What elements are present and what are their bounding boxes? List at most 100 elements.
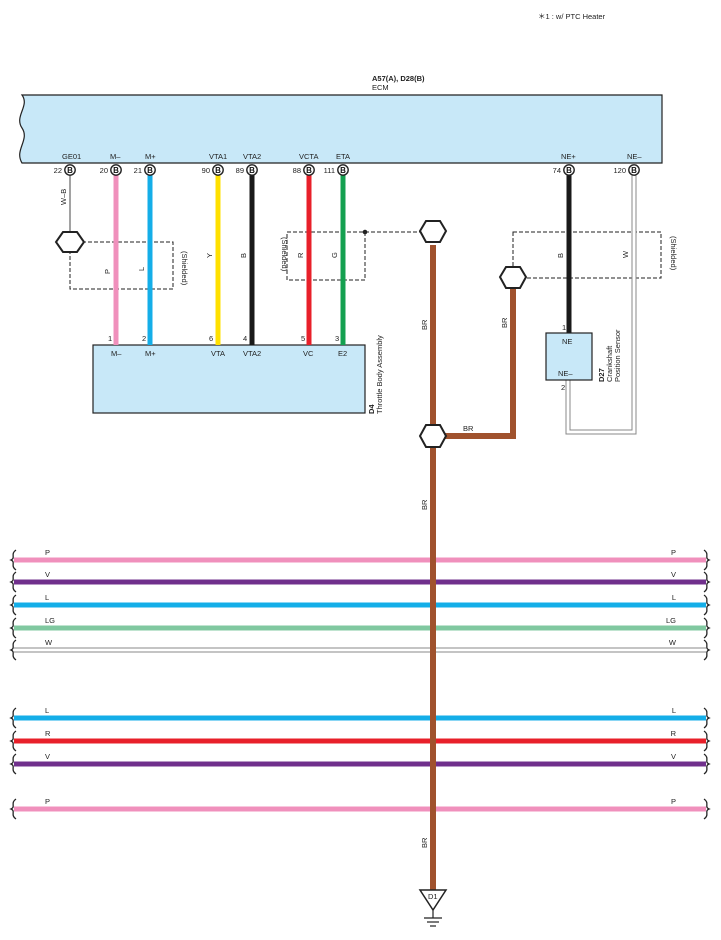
bus-brace-left-7 (9, 753, 17, 775)
throttle-body-id: D4 (367, 404, 376, 414)
ecm-pin-marker-5 (303, 164, 315, 176)
wire-label-r: R (296, 252, 305, 258)
throttle-body-block (92, 344, 366, 414)
shield-box-sensor (286, 231, 366, 281)
tb-pin-label-vta2: VTA2 (243, 349, 261, 358)
wire-label-br-4: BR (420, 499, 429, 510)
ecm-pin-label-m-plus: M+ (145, 152, 156, 161)
wire-label-w-ne: W (621, 250, 630, 258)
wire-label-br-1: BR (420, 319, 429, 330)
shield-box-crank (512, 231, 662, 279)
ecm-pin-connector-letter-1: B (113, 166, 119, 175)
ecm-pin-num-6: 111 (324, 166, 335, 175)
bus-label-left-6: R (45, 729, 51, 738)
bus-brace-left-0 (9, 549, 17, 571)
ecm-pin-num-5: 88 (293, 166, 301, 175)
bus-label-left-8: P (45, 797, 50, 806)
wire-label-y: Y (205, 253, 214, 258)
bus-label-left-4: W (45, 638, 53, 647)
bus-brace-right-2 (703, 594, 711, 616)
tb-pin-label-e2: E2 (338, 349, 347, 358)
bus-label-right-8: P (671, 797, 676, 806)
shielded-label-crank: (Shielded) (669, 236, 678, 271)
bus-label-left-1: V (45, 570, 50, 579)
crank-pin-label-ne: NE (562, 337, 572, 346)
tb-pin-num-2: 2 (142, 334, 146, 343)
wire-label-br-5: BR (420, 837, 429, 848)
bus-label-left-0: P (45, 548, 50, 557)
wire-ne-minus (566, 175, 636, 434)
crank-pin-num-2: 2 (561, 383, 565, 392)
tb-pin-num-5: 5 (301, 334, 305, 343)
bus-label-right-6: R (671, 729, 677, 738)
bus-label-right-2: L (672, 593, 676, 602)
ground-id: D1 (428, 892, 438, 901)
ecm-pin-marker-0 (64, 164, 76, 176)
ecm-pin-connector-letter-5: B (306, 166, 312, 175)
splice-br-join (418, 424, 448, 448)
bus-brace-right-8 (703, 798, 711, 820)
bus-brace-right-4 (703, 639, 711, 661)
ecm-pin-marker-2 (144, 164, 156, 176)
ecm-pin-marker-6 (337, 164, 349, 176)
bus-label-right-1: V (671, 570, 676, 579)
ecm-pin-num-4: 89 (236, 166, 244, 175)
ecm-pin-connector-letter-2: B (147, 166, 153, 175)
wire-label-br-3: BR (463, 424, 474, 433)
tb-pin-num-4: 4 (243, 334, 247, 343)
throttle-body-name: Throttle Body Assembly (375, 335, 384, 414)
ecm-pin-connector-letter-8: B (631, 166, 637, 175)
ptc-heater-note: ＊1 : w/ PTC Heater (538, 12, 606, 21)
bus-brace-left-4 (9, 639, 17, 661)
shielded-label-sensor: (Shielded) (280, 237, 289, 272)
ecm-name: ECM (372, 83, 389, 92)
wire-ne-minus-outline (565, 175, 637, 435)
ecm-pin-marker-7 (563, 164, 575, 176)
ecm-pin-num-7: 74 (553, 166, 561, 175)
shield-box-motor (69, 241, 174, 290)
bus-brace-right-5 (703, 707, 711, 729)
ecm-pin-label-vta1: VTA1 (209, 152, 227, 161)
bus-brace-left-1 (9, 571, 17, 593)
crank-pin-num-1: 1 (562, 323, 566, 332)
bus-brace-right-6 (703, 730, 711, 752)
wire-label-l: L (137, 267, 146, 271)
tb-pin-label-m-minus: M– (111, 349, 122, 358)
bus-brace-left-8 (9, 798, 17, 820)
ecm-pin-label-vcta: VCTA (299, 152, 318, 161)
bus-brace-left-3 (9, 617, 17, 639)
ground-symbol-triangle (418, 889, 448, 912)
shielded-label-motor: (Shielded) (180, 251, 189, 286)
splice-shield-crank (498, 266, 528, 289)
ecm-block (19, 94, 663, 164)
ecm-pin-num-2: 21 (134, 166, 142, 175)
wire-label-p: P (103, 269, 112, 274)
ecm-pin-connector-letter-3: B (215, 166, 221, 175)
bus-brace-left-2 (9, 594, 17, 616)
ecm-pin-marker-8 (628, 164, 640, 176)
bus-label-right-5: L (672, 706, 676, 715)
ecm-pin-num-8: 120 (613, 166, 626, 175)
ecm-pin-label-eta: ETA (336, 152, 350, 161)
wire-br-crank-shield (445, 289, 516, 439)
bus-label-right-3: LG (666, 616, 676, 625)
ecm-pin-marker-1 (110, 164, 122, 176)
bus-brace-left-6 (9, 730, 17, 752)
bus-label-left-7: V (45, 752, 50, 761)
shield-junction-dot (362, 229, 368, 235)
tb-pin-num-1: 1 (108, 334, 112, 343)
splice-shield-sensor (418, 220, 448, 243)
ecm-pin-label-m-minus: M– (110, 152, 121, 161)
wire-label-b-ne: B (556, 253, 565, 258)
wire-label-w-b: W–B (59, 189, 68, 205)
crank-pin-label-ne-minus: NE– (558, 369, 573, 378)
bus-brace-left-5 (9, 707, 17, 729)
ecm-pin-marker-4 (246, 164, 258, 176)
ecm-pin-marker-3 (212, 164, 224, 176)
bus-brace-right-3 (703, 617, 711, 639)
bus-brace-right-1 (703, 571, 711, 593)
ecm-pin-label-vta2: VTA2 (243, 152, 261, 161)
